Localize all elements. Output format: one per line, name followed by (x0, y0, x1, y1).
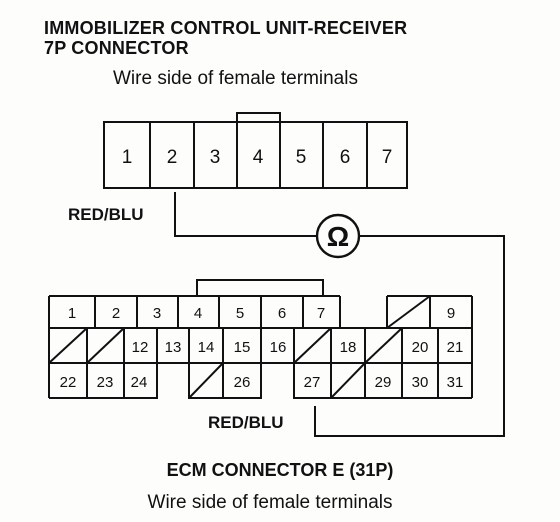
terminal-ecm-13: 13 (165, 339, 182, 356)
ecm-subtitle: Wire side of female terminals (148, 492, 393, 513)
terminal-7p-2: 2 (167, 147, 178, 168)
terminal-ecm-6: 6 (278, 305, 286, 322)
probe-wires (174, 192, 505, 437)
ohm-symbol: Ω (327, 221, 349, 252)
terminal-ecm-12: 12 (132, 339, 149, 356)
title-line-2: 7P CONNECTOR (44, 38, 189, 58)
terminal-ecm-9: 9 (447, 305, 455, 322)
terminal-ecm-7: 7 (317, 305, 325, 322)
terminal-7p-1: 1 (122, 147, 133, 168)
terminal-7p-4: 4 (253, 147, 264, 168)
terminal-ecm-29: 29 (375, 374, 392, 391)
terminal-ecm-23: 23 (97, 374, 114, 391)
terminal-ecm-18: 18 (340, 339, 357, 356)
terminal-7p-6: 6 (340, 147, 351, 168)
terminal-ecm-31: 31 (447, 374, 464, 391)
terminal-ecm-5: 5 (236, 305, 244, 322)
ecm-connector-title: ECM CONNECTOR E (31P) (167, 460, 394, 480)
terminal-7p-3: 3 (210, 147, 221, 168)
terminals-7p: 1 2 3 4 5 6 7 (122, 147, 393, 168)
top-subtitle: Wire side of female terminals (113, 68, 358, 89)
wire-label-bottom: RED/BLU (208, 413, 284, 432)
terminal-ecm-20: 20 (412, 339, 429, 356)
terminal-7p-7: 7 (382, 147, 393, 168)
terminal-ecm-22: 22 (60, 374, 77, 391)
terminal-7p-5: 5 (296, 147, 307, 168)
wire-right (314, 235, 505, 437)
terminal-ecm-21: 21 (447, 339, 464, 356)
terminal-ecm-15: 15 (234, 339, 251, 356)
ecm-31p-connector (48, 279, 473, 399)
immobilizer-7p-connector (103, 112, 408, 189)
terminal-ecm-24: 24 (131, 374, 148, 391)
terminal-ecm-3: 3 (153, 305, 161, 322)
terminal-ecm-2: 2 (112, 305, 120, 322)
terminal-ecm-27: 27 (304, 374, 321, 391)
terminal-ecm-26: 26 (234, 374, 251, 391)
ohmmeter: Ω (315, 213, 361, 259)
terminal-ecm-30: 30 (412, 374, 429, 391)
wire-label-top: RED/BLU (68, 205, 144, 224)
terminal-ecm-14: 14 (198, 339, 215, 356)
terminal-ecm-1: 1 (68, 305, 76, 322)
terminal-ecm-16: 16 (270, 339, 287, 356)
wire-upper (174, 192, 316, 237)
terminal-ecm-4: 4 (194, 305, 202, 322)
title-line-1: IMMOBILIZER CONTROL UNIT-RECEIVER (44, 18, 407, 38)
